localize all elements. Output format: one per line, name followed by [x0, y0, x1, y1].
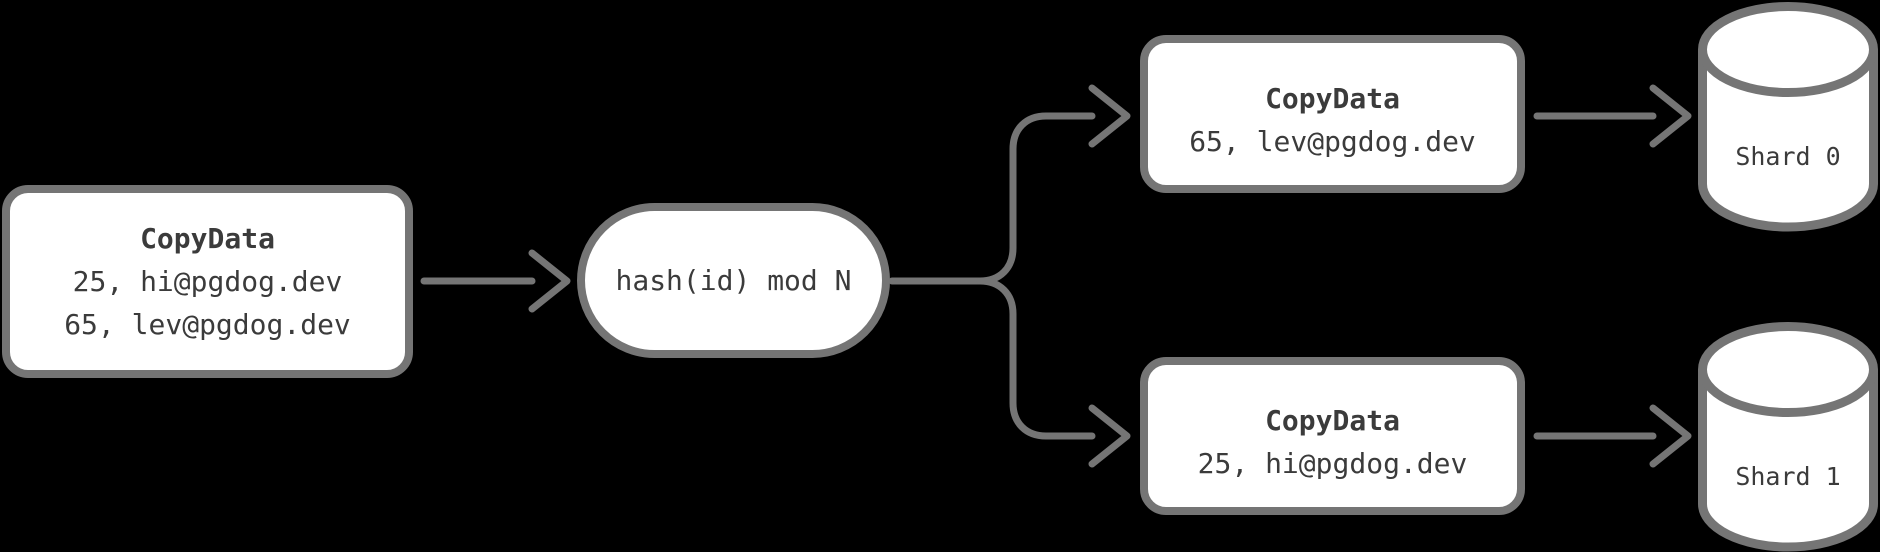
shard1-label: Shard 1	[1735, 462, 1841, 491]
fork-upper-branch	[976, 112, 1096, 285]
database-cylinder-icon	[1698, 322, 1878, 552]
database-cylinder-icon	[1698, 2, 1878, 232]
arrowhead-source-to-hash	[528, 249, 571, 313]
copydata-shard0-title: CopyData	[1265, 82, 1400, 115]
copydata-source-row-2: 65, lev@pgdog.dev	[64, 308, 351, 341]
cylinder-body	[1698, 369, 1878, 552]
copydata-shard1-title: CopyData	[1265, 404, 1400, 437]
hash-function-label: hash(id) mod N	[615, 264, 852, 297]
cylinder-top	[1698, 322, 1878, 417]
hash-function-node: hash(id) mod N	[577, 203, 890, 358]
arrowhead-upper-branch	[1088, 84, 1131, 148]
shard0-label: Shard 0	[1735, 142, 1841, 171]
arrowhead-top-to-shard0	[1649, 84, 1692, 148]
copydata-shard1-row: 25, hi@pgdog.dev	[1197, 447, 1468, 480]
cylinder-body	[1698, 49, 1878, 232]
arrowhead-bottom-to-shard1	[1649, 404, 1692, 468]
copydata-source-node: CopyData 25, hi@pgdog.dev 65, lev@pgdog.…	[2, 185, 413, 378]
copydata-source-title: CopyData	[140, 222, 275, 255]
copydata-source-row-1: 25, hi@pgdog.dev	[72, 265, 343, 298]
copydata-shard1-node: CopyData 25, hi@pgdog.dev	[1140, 357, 1525, 515]
cylinder-top	[1698, 2, 1878, 97]
fork-lower-branch	[976, 277, 1096, 440]
copydata-shard0-row: 65, lev@pgdog.dev	[1189, 125, 1476, 158]
copydata-shard0-node: CopyData 65, lev@pgdog.dev	[1140, 35, 1525, 193]
arrowhead-lower-branch	[1088, 404, 1131, 468]
